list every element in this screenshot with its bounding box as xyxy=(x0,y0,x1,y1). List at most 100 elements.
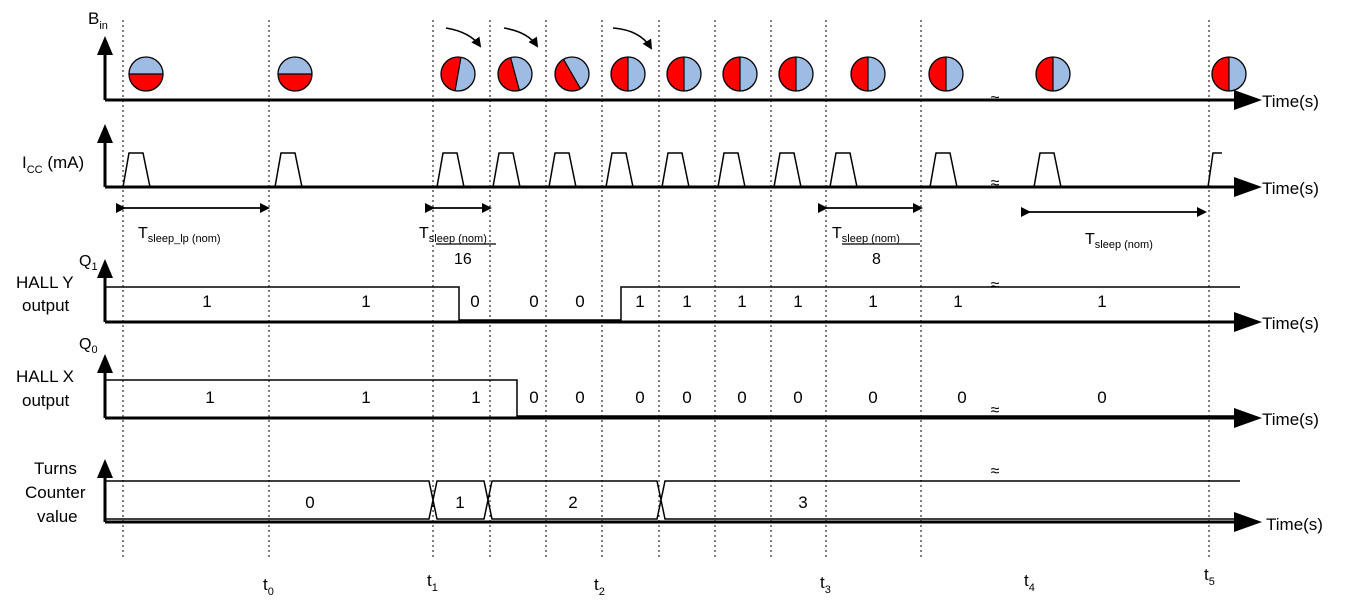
break-symbol: ≈ xyxy=(991,175,1000,192)
icc-time-arrowhead xyxy=(1234,177,1262,197)
hall-x-label-line2: output xyxy=(22,391,70,410)
hall-y-value: 1 xyxy=(202,292,211,311)
magnet-positions xyxy=(128,56,1247,92)
time-marker-t1: t1 xyxy=(427,571,438,594)
hall-y-axis-arrowhead xyxy=(97,259,113,278)
icc-axis-label: ICC (mA) xyxy=(22,153,84,176)
time-marker-t3: t3 xyxy=(820,573,831,596)
break-symbol: ≈ xyxy=(991,463,1000,480)
hall-y-axis: Q1 HALL Y output Time(s) xyxy=(16,253,1319,333)
bin-axis-arrowhead xyxy=(97,36,113,55)
magnet-13 xyxy=(1211,56,1247,92)
hall-y-label-line2: output xyxy=(22,296,70,315)
magnet-12 xyxy=(1035,56,1071,92)
dashed-time-gridlines xyxy=(122,20,1210,560)
icc-time-label: Time(s) xyxy=(1262,179,1319,198)
break-symbol: ≈ xyxy=(991,402,1000,419)
hall-x-value: 0 xyxy=(793,388,802,407)
bin-axis-label: Bin xyxy=(88,9,108,32)
break-symbol: ≈ xyxy=(991,277,1000,294)
tsleep-16-annotation: Tsleep (nom) 16 xyxy=(419,203,496,268)
hall-x-time-label: Time(s) xyxy=(1262,410,1319,429)
hall-x-value: 0 xyxy=(957,388,966,407)
rotation-arrows xyxy=(445,27,653,50)
magnet-10 xyxy=(850,56,886,92)
hall-y-value: 1 xyxy=(635,292,644,311)
turns-label-line3: value xyxy=(37,507,78,526)
turns-value: 2 xyxy=(568,493,577,512)
time-marker-t0: t0 xyxy=(263,575,274,598)
magnet-3 xyxy=(440,56,476,92)
magnet-6 xyxy=(610,56,646,92)
tsleep-8-denominator: 8 xyxy=(872,251,881,268)
hall-y-value: 1 xyxy=(682,292,691,311)
bin-time-label: Time(s) xyxy=(1262,92,1319,111)
hall-x-value: 0 xyxy=(635,388,644,407)
icc-current-pulses xyxy=(113,152,1222,188)
turns-value: 1 xyxy=(455,493,464,512)
hall-y-value: 0 xyxy=(575,292,584,311)
time-marker-t2: t2 xyxy=(594,575,605,598)
hall-y-waveform xyxy=(105,286,1240,321)
hall-x-value: 1 xyxy=(205,388,214,407)
hall-x-axis-arrowhead xyxy=(97,354,113,373)
hall-y-value: 0 xyxy=(470,292,479,311)
tsleep-annotation: Tsleep (nom) xyxy=(1021,207,1207,251)
bin-axis: Bin Time(s) xyxy=(88,9,1319,111)
tsleep-label: Tsleep (nom) xyxy=(1085,231,1153,251)
bin-time-arrowhead xyxy=(1234,90,1262,110)
hall-x-value: 0 xyxy=(575,388,584,407)
hall-x-waveform xyxy=(105,379,1240,417)
hall-y-value: 0 xyxy=(529,292,538,311)
time-marker-t5: t5 xyxy=(1204,565,1215,588)
icc-axis-arrowhead xyxy=(97,124,113,143)
hall-y-value: 1 xyxy=(953,292,962,311)
hall-y-value: 1 xyxy=(737,292,746,311)
hall-x-value: 0 xyxy=(682,388,691,407)
hall-x-label-line1: HALL X xyxy=(16,367,74,386)
tsleep-8-label: Tsleep (nom) xyxy=(832,225,900,245)
icc-axis: ICC (mA) Time(s) xyxy=(22,124,1319,198)
magnet-5 xyxy=(554,56,590,92)
tsleep-lp-annotation: Tsleep_lp (nom) xyxy=(116,203,270,245)
magnet-2 xyxy=(277,56,313,92)
hall-y-time-arrowhead xyxy=(1234,312,1262,332)
magnet-1 xyxy=(128,56,164,92)
hall-y-value: 1 xyxy=(1097,292,1106,311)
hall-y-label-line1: HALL Y xyxy=(16,273,74,292)
hall-x-value: 1 xyxy=(471,388,480,407)
turns-label-line2: Counter xyxy=(25,483,86,502)
break-symbol: ≈ xyxy=(991,91,1000,108)
turns-value: 0 xyxy=(305,493,314,512)
magnet-9 xyxy=(778,56,814,92)
hall-x-value: 0 xyxy=(1097,388,1106,407)
hall-x-time-arrowhead xyxy=(1234,408,1262,428)
axis-break-symbols: ≈ ≈ ≈ ≈ ≈ xyxy=(991,91,1000,480)
hall-y-time-label: Time(s) xyxy=(1262,314,1319,333)
tsleep-lp-label: Tsleep_lp (nom) xyxy=(138,225,221,245)
q0-label: Q0 xyxy=(79,336,98,356)
hall-x-value: 0 xyxy=(868,388,877,407)
turns-time-arrowhead xyxy=(1234,512,1262,532)
hall-y-value: 1 xyxy=(868,292,877,311)
hall-x-value: 0 xyxy=(737,388,746,407)
hall-x-value: 1 xyxy=(361,388,370,407)
turns-axis-arrowhead xyxy=(97,459,113,478)
hall-x-axis: Q0 HALL X output Time(s) xyxy=(16,336,1319,429)
q1-label: Q1 xyxy=(79,253,98,273)
tsleep-16-label: Tsleep (nom) xyxy=(419,225,487,245)
hall-y-value: 1 xyxy=(361,292,370,311)
rotation-arrow-1 xyxy=(445,27,482,48)
turns-time-label: Time(s) xyxy=(1266,515,1323,534)
rotation-arrow-2 xyxy=(503,27,539,48)
magnet-8 xyxy=(722,56,758,92)
turns-value: 3 xyxy=(798,493,807,512)
magnet-11 xyxy=(928,56,964,92)
tsleep-8-annotation: Tsleep (nom) 8 xyxy=(818,203,923,268)
rotation-arrow-3 xyxy=(612,27,653,50)
